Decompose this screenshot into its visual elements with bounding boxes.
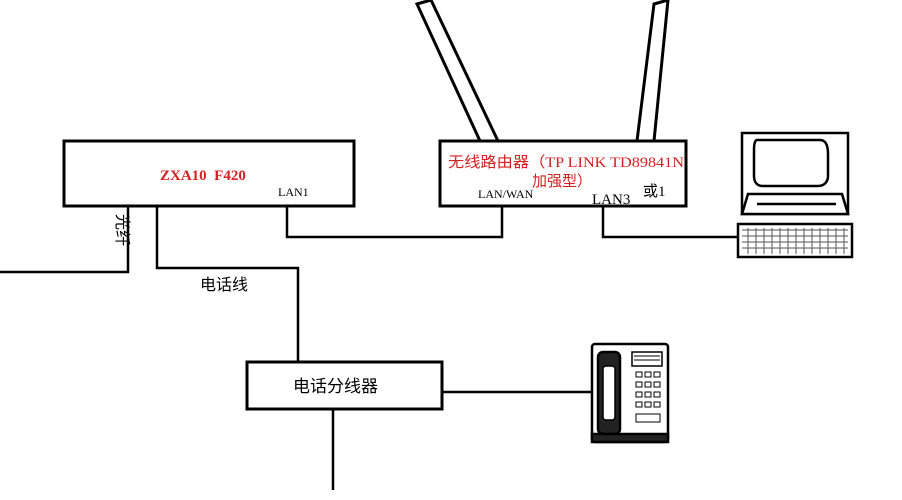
monitor-screen [752, 138, 830, 188]
computer-icon [736, 131, 854, 259]
fiber-label: 光纤 [113, 214, 132, 246]
phone-line-label: 电话线 [200, 275, 248, 294]
connection-lines [0, 207, 738, 490]
splitter-box [245, 360, 444, 411]
lan-to-computer-line [601, 207, 738, 239]
telephone-keypad [635, 371, 661, 423]
onu-device: ZXA10 F420 LAN1 [62, 139, 356, 208]
onu-lan1-label: LAN1 [278, 185, 309, 199]
phone-splitter: 电话分线器 [245, 360, 444, 411]
router-wan-label: LAN/WAN [478, 187, 534, 201]
router-lan-label: LAN3 [592, 192, 630, 208]
router-antennas [414, 0, 670, 143]
router-title-line2: 加强型） [532, 173, 592, 190]
lan1-to-wan-line [285, 207, 504, 239]
onu-model-label: ZXA10 F420 [160, 168, 246, 184]
router-title-line1: 无线路由器（TP LINK TD89841N [448, 154, 684, 171]
fiber-line [0, 207, 130, 274]
splitter-label: 电话分线器 [293, 377, 378, 397]
keyboard [736, 222, 854, 259]
router-device: 无线路由器（TP LINK TD89841N 加强型） LAN/WAN LAN3… [438, 139, 688, 208]
phone-line [155, 207, 300, 362]
router-box [438, 139, 688, 208]
telephone-display [631, 351, 663, 367]
telephone-handset-inner [602, 365, 616, 421]
telephone-base [590, 432, 670, 444]
keyboard-keys [742, 228, 848, 254]
router-lan-alt-label: 或1 [643, 183, 666, 200]
antenna-left [414, 0, 501, 143]
telephone-icon [590, 342, 670, 444]
antenna-right [635, 0, 670, 143]
onu-box [62, 139, 356, 208]
